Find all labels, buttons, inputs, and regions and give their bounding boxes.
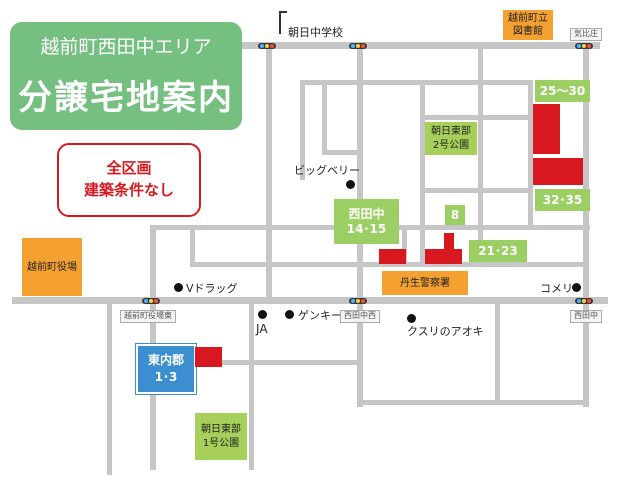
area-higashiuchi: 東内郡 1･3 xyxy=(135,343,197,395)
library: 越前町立 図書館 xyxy=(503,10,553,40)
bigbelly-marker xyxy=(346,180,355,189)
title-area: 越前町西田中エリア xyxy=(40,36,212,58)
plot-8 xyxy=(444,233,454,249)
plot-25-30 xyxy=(533,104,560,154)
signal-icon xyxy=(575,298,593,304)
school-label: 朝日中学校 xyxy=(288,26,343,39)
plot-32-35 xyxy=(533,158,583,185)
lot-25-30-label: 25～30 xyxy=(539,83,586,98)
school-arrow xyxy=(279,12,281,34)
signal-icon xyxy=(258,43,276,49)
library-line1: 越前町立 xyxy=(508,13,548,24)
road-loop-h4 xyxy=(422,188,532,193)
title-main: 分譲宅地案内 xyxy=(18,78,234,118)
road-south-vertical-2 xyxy=(249,300,254,470)
road-loop-right xyxy=(528,80,533,230)
park-2-line1: 朝日東部 xyxy=(431,126,471,137)
road-far-west-vertical xyxy=(107,300,112,475)
park-1-line1: 朝日東部 xyxy=(201,424,241,435)
road-loop-top xyxy=(300,80,530,85)
signal-icon xyxy=(575,43,593,49)
area-lot-21-23: 21･23 xyxy=(469,240,527,262)
nishitanaka-name: 西田中 xyxy=(348,206,385,221)
intersection-kehi: 気比庄 xyxy=(570,28,602,41)
lot-21-23-label: 21･23 xyxy=(478,243,518,258)
intersection-nishitanaka: 西田中 xyxy=(570,310,602,323)
nishitanaka-lots: 14･15 xyxy=(346,221,387,236)
title-banner: 越前町西田中エリア 分譲宅地案内 xyxy=(10,22,242,130)
road-loop-h3 xyxy=(422,115,532,120)
road-west-horizontal xyxy=(150,360,360,365)
komeri-marker xyxy=(572,283,581,292)
area-nishitanaka: 西田中 14･15 xyxy=(334,199,399,244)
bigbelly-label: ビッグベリー xyxy=(294,164,360,177)
road-mid-horizontal-2 xyxy=(190,262,585,267)
kusuri-marker xyxy=(407,314,416,323)
park-1-line2: 1号公園 xyxy=(202,437,240,449)
police-station: 丹生警察署 xyxy=(382,271,468,295)
ja-label: JA xyxy=(256,322,268,336)
road-left-vertical xyxy=(266,42,272,304)
signal-icon xyxy=(349,298,367,304)
school-arrow-tip xyxy=(279,11,287,13)
area-lot-8: 8 xyxy=(445,205,465,225)
road-loop-h2 xyxy=(420,80,425,265)
park-1: 朝日東部 1号公園 xyxy=(195,413,247,460)
area-lot-25-30: 25～30 xyxy=(535,80,590,102)
road-right-vertical xyxy=(583,42,589,407)
road-mid-vertical-2 xyxy=(190,225,195,265)
plot-1-3 xyxy=(195,347,222,367)
notice-line1: 全区画 xyxy=(106,159,152,178)
road-small-vertical xyxy=(402,225,407,265)
plot-21-23 xyxy=(425,249,462,264)
lot-32-35-label: 32･35 xyxy=(542,192,583,207)
vdrug-label: Vドラッグ xyxy=(186,282,238,295)
road-south-east-horizontal xyxy=(360,400,588,405)
signal-icon xyxy=(142,298,160,304)
genky-label: ゲンキー xyxy=(298,309,342,322)
road-east-south-vertical xyxy=(495,300,500,404)
genky-marker xyxy=(285,310,294,319)
town-hall-label: 越前町役場 xyxy=(27,261,77,273)
intersection-higashi: 越前町役場東 xyxy=(120,310,176,323)
road-loop-inner xyxy=(322,80,327,152)
road-loop-mid xyxy=(322,150,362,155)
higashiuchi-lots: 1･3 xyxy=(154,370,178,384)
area-lot-32-35: 32･35 xyxy=(535,189,590,211)
vdrug-marker xyxy=(174,283,183,292)
komeri-label: コメリ xyxy=(540,282,573,295)
road-loop-left xyxy=(300,80,305,180)
ja-marker xyxy=(258,310,267,319)
library-line2: 図書館 xyxy=(513,26,543,37)
main-road-north xyxy=(215,42,600,49)
main-road-south xyxy=(12,297,608,304)
town-hall: 越前町役場 xyxy=(22,238,82,296)
notice-box: 全区画 建築条件なし xyxy=(57,143,201,217)
signal-icon xyxy=(349,43,367,49)
intersection-nishitanaka-center: 西田中西 xyxy=(340,310,380,323)
park-2-line2: 2号公園 xyxy=(432,139,470,151)
police-label: 丹生警察署 xyxy=(400,277,450,289)
kusuri-label: クスリのアオキ xyxy=(407,325,484,338)
lot-8-label: 8 xyxy=(450,207,460,222)
notice-line2: 建築条件なし xyxy=(83,181,174,199)
road-school-vertical xyxy=(478,42,483,267)
plot-14-15 xyxy=(379,249,406,264)
park-2: 朝日東部 2号公園 xyxy=(425,122,477,155)
higashiuchi-name: 東内郡 xyxy=(147,352,184,367)
